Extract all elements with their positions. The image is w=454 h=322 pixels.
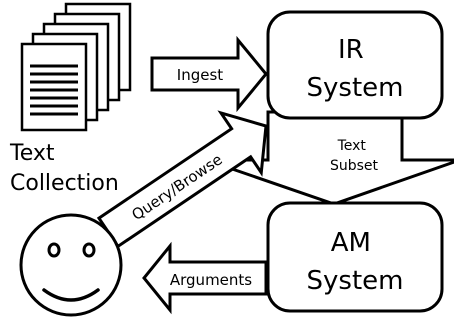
arguments-arrow [142, 241, 268, 315]
document-stack-icon [20, 2, 132, 132]
text-collection-label: Text Collection [9, 141, 119, 196]
document-page-icon [20, 42, 88, 132]
ingest-arrow [150, 35, 268, 113]
am-system-box [266, 201, 444, 313]
ingest-label: Ingest [177, 66, 223, 84]
ir-system-box [266, 10, 444, 120]
text-subset-label: Text Subset [330, 138, 379, 174]
ir-system-label: IR System [307, 35, 404, 103]
user-smiley-icon [19, 213, 123, 317]
arguments-label: Arguments [170, 271, 252, 289]
am-system-label: AM System [307, 228, 404, 296]
